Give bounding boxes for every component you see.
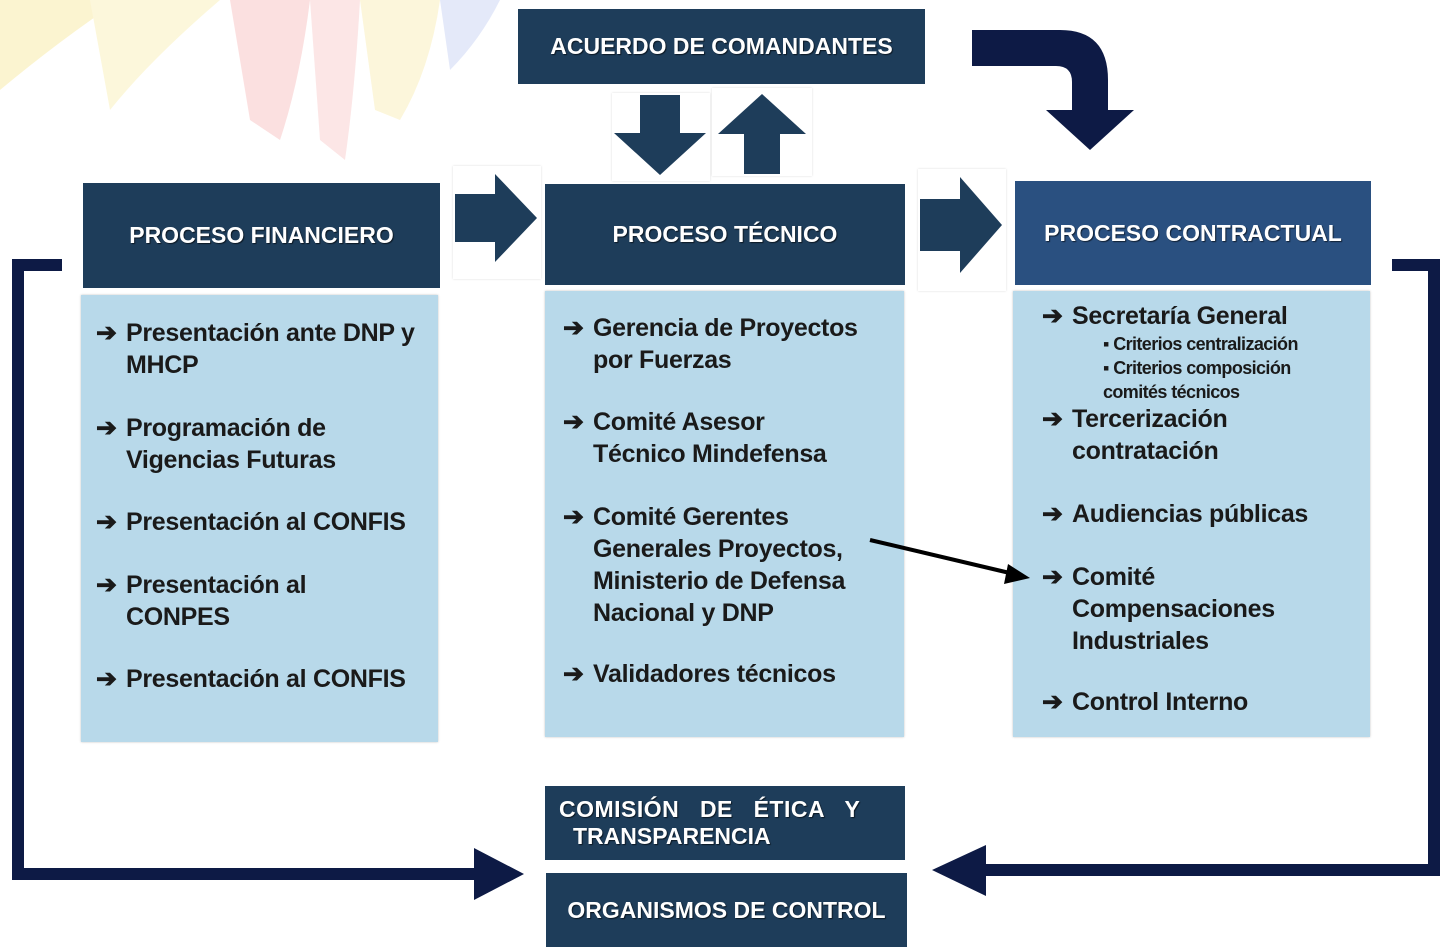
- right-arrow-icon: ➔: [1042, 688, 1063, 716]
- right-arrow-icon: ➔: [96, 571, 117, 599]
- right-arrow-icon: ➔: [1042, 405, 1063, 433]
- proceso-contractual-header: PROCESO CONTRACTUAL: [1015, 181, 1371, 285]
- square-bullet-icon: ▪: [1103, 358, 1109, 378]
- contractual-item: ➔ Secretaría General: [1042, 300, 1362, 332]
- contractual-item: ➔ Tercerización contratación: [1042, 403, 1302, 467]
- right-arrow-icon: ➔: [96, 665, 117, 693]
- financiero-item: ➔ Presentación al CONFIS: [96, 506, 436, 538]
- right-arrow-icon: ➔: [563, 314, 584, 342]
- arrow-down-icon: [614, 95, 706, 175]
- tecnico-item-text: Comité Gerentes Generales Proyectos, Min…: [593, 503, 846, 627]
- financiero-item-text: Presentación al CONFIS: [126, 665, 406, 693]
- up-arrow-card: [712, 88, 812, 176]
- organismos-control-label: ORGANISMOS DE CONTROL: [567, 896, 886, 923]
- comision-etica-box: COMISIÓN DE ÉTICA Y TRANSPARENCIA: [545, 786, 905, 860]
- proceso-contractual-title: PROCESO CONTRACTUAL: [1044, 219, 1342, 246]
- right-arrow-icon: ➔: [1042, 302, 1063, 330]
- tecnico-item: ➔ Comité Gerentes Generales Proyectos, M…: [563, 501, 873, 629]
- financiero-item-text: Presentación ante DNP y MHCP: [126, 319, 415, 379]
- arrow-up-icon: [718, 94, 806, 174]
- contractual-item-text: Comité Compensaciones Industriales: [1072, 563, 1275, 655]
- contractual-item: ➔ Audiencias públicas: [1042, 498, 1362, 530]
- financiero-item: ➔ Programación de Vigencias Futuras: [96, 412, 396, 476]
- right-arrow-icon: ➔: [96, 414, 117, 442]
- arrow-right-icon: [455, 174, 537, 262]
- financiero-item: ➔ Presentación ante DNP y MHCP: [96, 317, 431, 381]
- acuerdo-comandantes-box: ACUERDO DE COMANDANTES: [518, 9, 925, 84]
- contractual-subitem-text: Criterios centralización: [1113, 334, 1298, 354]
- square-bullet-icon: ▪: [1103, 334, 1109, 354]
- financiero-item-text: Presentación al CONPES: [126, 571, 307, 631]
- contractual-item-text: Secretaría General: [1072, 302, 1288, 330]
- right-arrow-icon: ➔: [563, 660, 584, 688]
- contractual-subitem: ▪ Criterios composición comités técnicos: [1103, 356, 1353, 404]
- comision-etica-line1: COMISIÓN DE ÉTICA Y: [559, 796, 861, 822]
- tecnico-item-text: Comité Asesor Técnico Mindefensa: [593, 408, 827, 468]
- contractual-item-text: Tercerización contratación: [1072, 405, 1228, 465]
- proceso-financiero-header: PROCESO FINANCIERO: [83, 183, 440, 288]
- right-arrow-icon: ➔: [1042, 500, 1063, 528]
- tecnico-item: ➔ Gerencia de Proyectos por Fuerzas: [563, 312, 893, 376]
- financiero-item-text: Programación de Vigencias Futuras: [126, 414, 336, 474]
- proceso-financiero-title: PROCESO FINANCIERO: [129, 222, 394, 248]
- contractual-item-text: Control Interno: [1072, 688, 1249, 716]
- down-arrow-card: [612, 93, 710, 181]
- right-arrow-card-2: [918, 169, 1006, 291]
- financiero-item: ➔ Presentación al CONPES: [96, 569, 356, 633]
- right-arrow-icon: ➔: [563, 408, 584, 436]
- comision-etica-line2: TRANSPARENCIA: [573, 823, 771, 849]
- proceso-tecnico-title: PROCESO TÉCNICO: [612, 221, 838, 247]
- contractual-item: ➔ Comité Compensaciones Industriales: [1042, 561, 1302, 657]
- right-arrow-card-1: [453, 166, 541, 279]
- right-arrow-icon: ➔: [96, 319, 117, 347]
- tecnico-panel: [545, 291, 904, 737]
- financiero-item: ➔ Presentación al CONFIS: [96, 663, 436, 695]
- contractual-item-text: Audiencias públicas: [1072, 500, 1309, 528]
- arrow-right-icon: [920, 177, 1002, 273]
- contractual-subitem-text: Criterios composición comités técnicos: [1103, 358, 1291, 402]
- financiero-item-text: Presentación al CONFIS: [126, 508, 406, 536]
- organismos-control-box: ORGANISMOS DE CONTROL: [546, 873, 907, 947]
- proceso-tecnico-header: PROCESO TÉCNICO: [545, 184, 905, 285]
- contractual-item: ➔ Control Interno: [1042, 686, 1342, 718]
- right-arrow-icon: ➔: [1042, 563, 1063, 591]
- tecnico-item: ➔ Comité Asesor Técnico Mindefensa: [563, 406, 863, 470]
- tecnico-item-text: Validadores técnicos: [593, 660, 836, 688]
- right-arrow-icon: ➔: [563, 503, 584, 531]
- acuerdo-comandantes-label: ACUERDO DE COMANDANTES: [550, 33, 893, 59]
- tecnico-item: ➔ Validadores técnicos: [563, 658, 893, 690]
- contractual-subitem: ▪ Criterios centralización: [1103, 332, 1363, 356]
- tecnico-item-text: Gerencia de Proyectos por Fuerzas: [593, 314, 858, 374]
- right-arrow-icon: ➔: [96, 508, 117, 536]
